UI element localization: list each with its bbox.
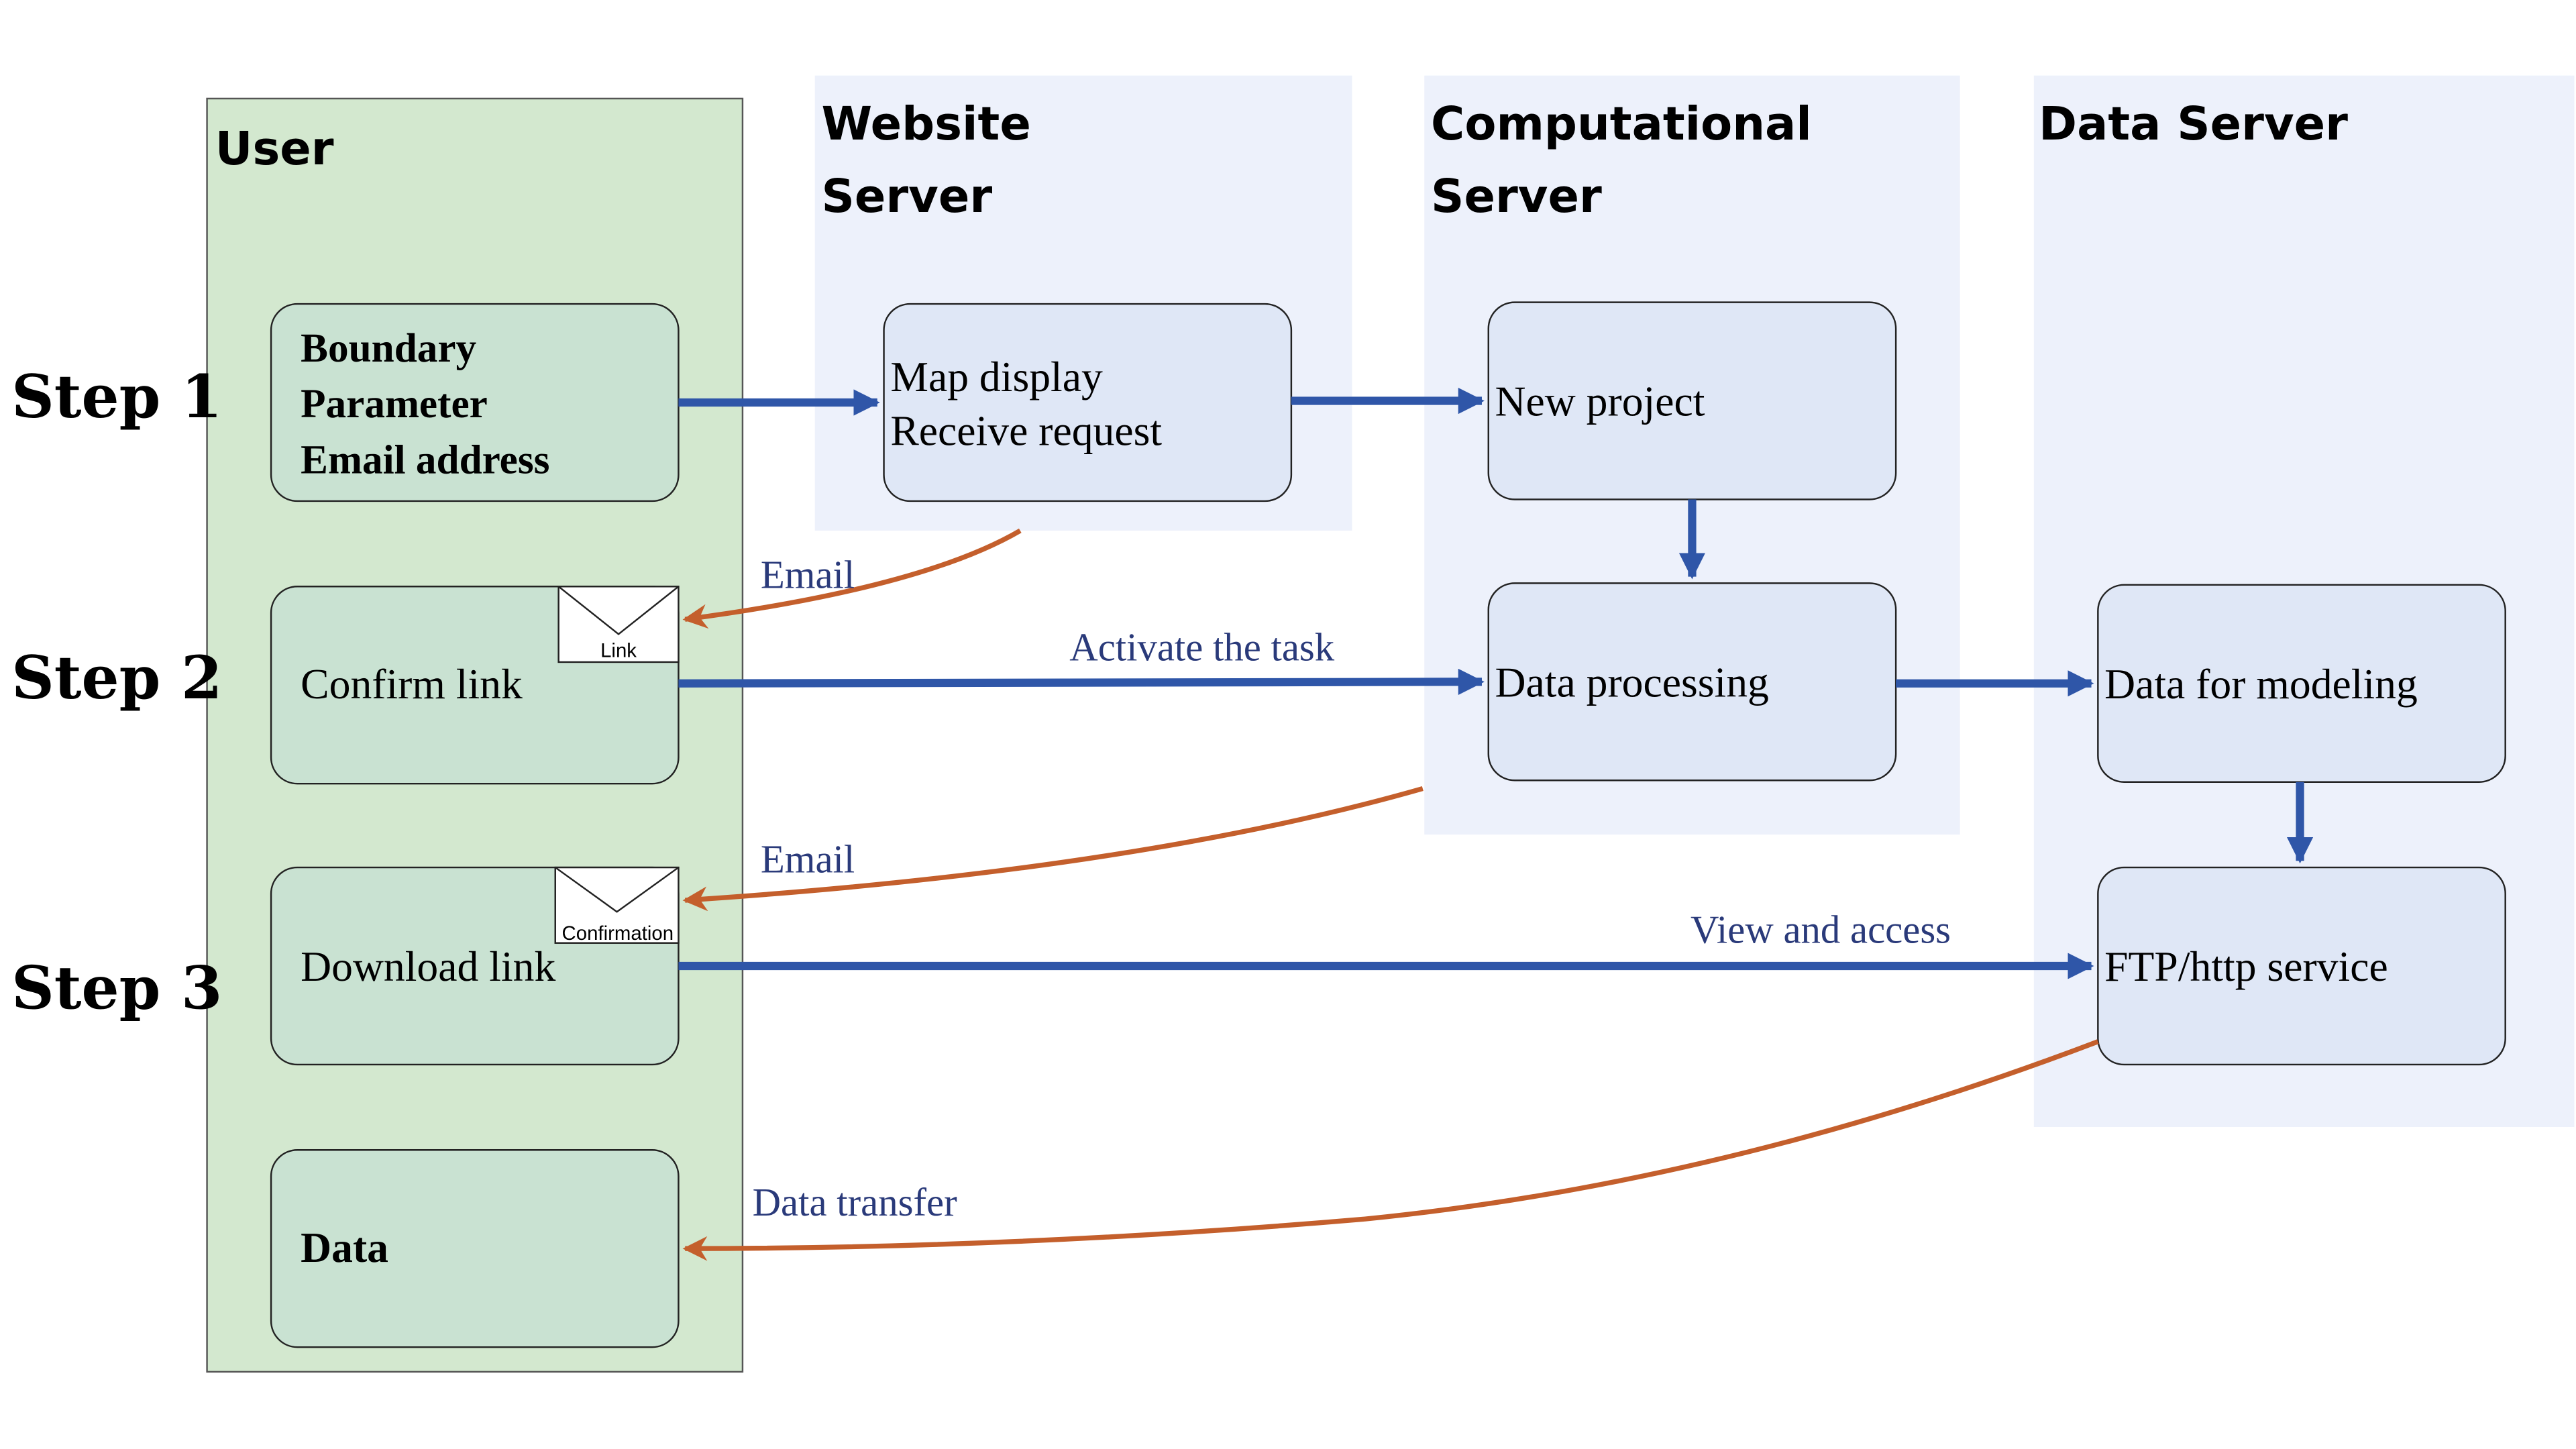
map-display-node: Map display Receive request (883, 303, 1293, 502)
svg-text:Data for modeling: Data for modeling (2104, 660, 2418, 708)
svg-text:Map display Receive requ: Map display Receive request (890, 353, 1162, 455)
svg-text:Download link: Download link (301, 943, 555, 990)
email-label-1: Email (761, 553, 855, 597)
arrow-confirm-to-processing (678, 668, 1485, 695)
envelope-confirmation-label: Confirmation (562, 922, 674, 945)
activate-label: Activate the task (1069, 625, 1335, 669)
envelope-link-label: Link (600, 640, 637, 662)
svg-text:Boundary Parameter: Boundary Parameter Email address (301, 325, 549, 483)
step-2-label: Step 2 (11, 643, 222, 712)
email-label-2: Email (761, 837, 855, 881)
svg-text:FTP/http service: FTP/http service (2104, 943, 2388, 990)
computational-server-lane-title: Computational Server (1431, 97, 1828, 223)
step-3-label: Step 3 (11, 953, 222, 1023)
arrow-data-transfer (682, 1039, 2099, 1261)
view-access-label: View and access (1690, 908, 1951, 952)
svg-text:Data: Data (301, 1224, 388, 1271)
svg-text:New project: New project (1495, 378, 1705, 425)
envelope-icon: Link (557, 586, 680, 663)
boundary-node: Boundary Parameter Email address (270, 303, 680, 502)
svg-text:Data processing: Data processing (1495, 658, 1769, 706)
new-project-node: New project (1487, 301, 1897, 500)
arrow-email-to-confirm (682, 528, 1022, 629)
website-server-lane-title: Website Server (821, 97, 1046, 223)
ftp-service-node: FTP/http service (2097, 866, 2506, 1066)
envelope-icon: Confirmation (554, 866, 680, 945)
data-node: Data (270, 1149, 680, 1348)
data-transfer-label: Data transfer (753, 1181, 958, 1224)
data-processing-node: Data processing (1487, 582, 1897, 782)
user-lane-title: User (215, 122, 334, 176)
svg-text:Confirm link: Confirm link (301, 660, 523, 708)
arrow-email-to-download (682, 786, 1424, 912)
step-1-label: Step 1 (11, 362, 222, 431)
data-for-modeling-node: Data for modeling (2097, 584, 2506, 783)
data-server-lane-title: Data Server (2039, 97, 2348, 151)
